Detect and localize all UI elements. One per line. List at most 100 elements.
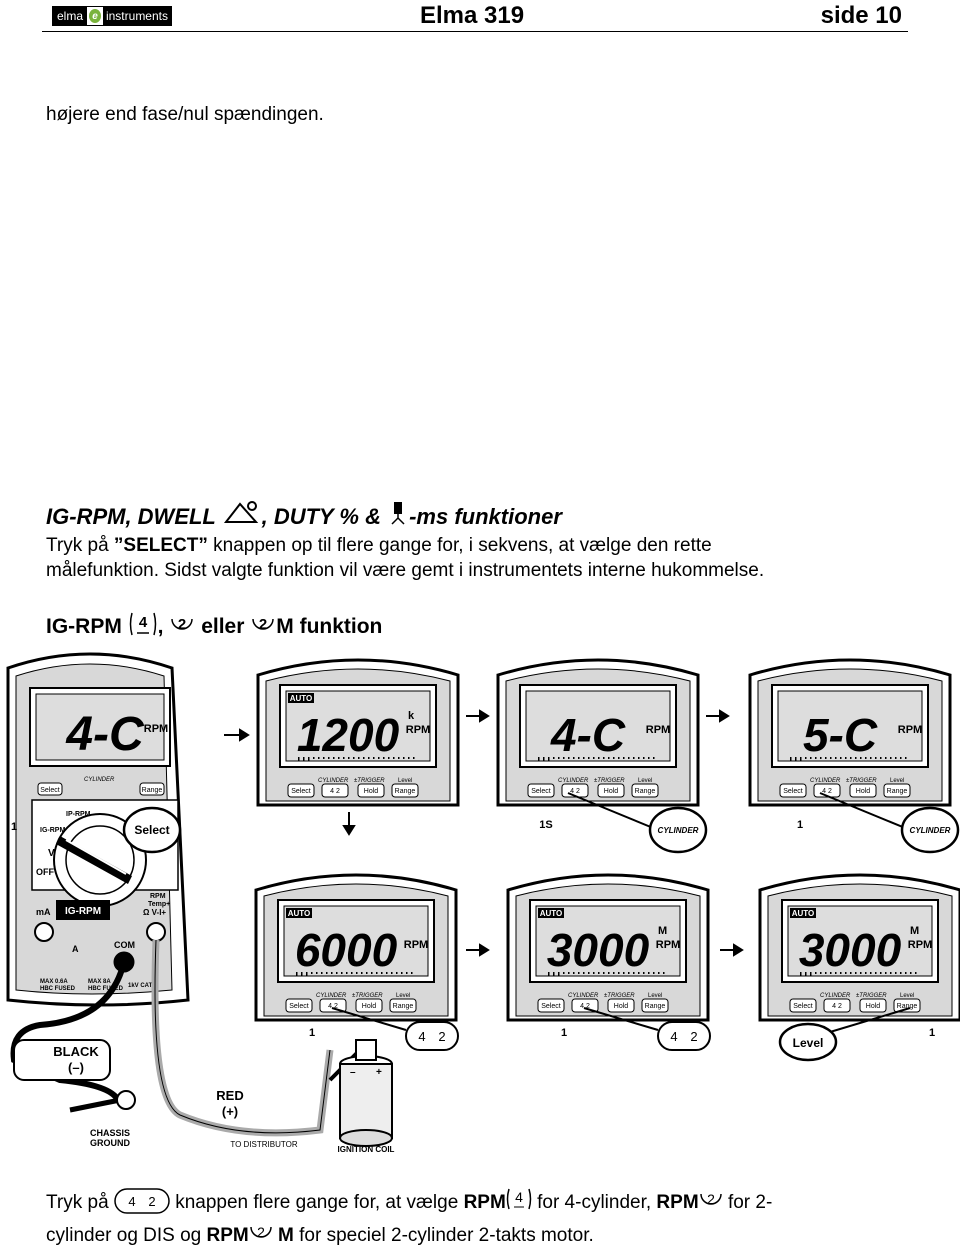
- level-label: Level: [900, 993, 914, 999]
- bargraph-tick: [538, 757, 540, 761]
- meter-figure: 4-C RPM IG-RPM IP-RPM OFF V mA RPM Temp+…: [6, 652, 960, 1154]
- footer-rpm-3: RPM: [206, 1225, 249, 1246]
- bargraph-tick: [805, 972, 807, 976]
- heading-part-1: IG-RPM, DWELL: [46, 504, 216, 529]
- para-line-2: målefunktion. Sidst valgte funktion vil …: [46, 560, 765, 581]
- bargraph-tick: [890, 972, 892, 974]
- bargraph-tick: [396, 972, 398, 974]
- bargraph-tick: [311, 972, 313, 974]
- bargraph-tick: [850, 757, 852, 759]
- bargraph-tick: [336, 972, 338, 974]
- bargraph-tick: [623, 757, 625, 759]
- svg-text:2: 2: [707, 1191, 715, 1207]
- bargraph-tick: [653, 972, 655, 974]
- bargraph-tick: [608, 757, 610, 759]
- bargraph-tick: [623, 972, 625, 974]
- bargraph-tick: [313, 757, 315, 759]
- subheading: IG-RPM 4 , 2 eller 2 M funktion: [46, 611, 382, 639]
- svg-text:CYLINDER: CYLINDER: [84, 777, 115, 783]
- bargraph-tick: [568, 757, 570, 759]
- meter-button[interactable]: 4 2: [319, 998, 347, 1013]
- display-value: 5-C: [803, 709, 878, 761]
- svg-text:1: 1: [11, 821, 17, 833]
- svg-text:(–): (–): [68, 1060, 84, 1075]
- bargraph-tick: [613, 972, 615, 974]
- bargraph-tick: [915, 972, 917, 974]
- bargraph-tick: [653, 757, 655, 759]
- svg-text:CYLINDER: CYLINDER: [658, 826, 699, 835]
- meter-button[interactable]: Hold: [849, 783, 877, 798]
- meter-button[interactable]: Select: [789, 998, 817, 1013]
- step-label: 1: [797, 819, 803, 831]
- meter-button[interactable]: Hold: [355, 998, 383, 1013]
- meter-button[interactable]: 4 2: [823, 998, 851, 1013]
- meter-button[interactable]: Select: [537, 998, 565, 1013]
- bargraph-tick: [815, 757, 817, 759]
- bargraph-tick: [850, 972, 852, 974]
- meter-button[interactable]: Hold: [607, 998, 635, 1013]
- svg-text:4: 4: [515, 1189, 523, 1205]
- trigger-label: ±TRIGGER: [846, 778, 877, 784]
- meter-button[interactable]: Hold: [357, 783, 385, 798]
- bargraph-tick: [361, 972, 363, 974]
- cylinder-label: CYLINDER: [568, 993, 599, 999]
- bargraph-tick: [588, 757, 590, 759]
- meter-button[interactable]: 4 2: [571, 998, 599, 1013]
- cylinder-label: CYLINDER: [318, 778, 349, 784]
- svg-text:Ω V-I+: Ω V-I+: [143, 908, 166, 917]
- meter-button[interactable]: Select: [285, 998, 313, 1013]
- bargraph-tick: [875, 757, 877, 759]
- bargraph-tick: [900, 972, 902, 974]
- bargraph-tick: [663, 972, 665, 974]
- bargraph-tick: [543, 757, 545, 761]
- bargraph-tick: [895, 972, 897, 974]
- bargraph-tick: [835, 757, 837, 759]
- step-label: 1: [309, 1027, 315, 1039]
- svg-text:IG-RPM: IG-RPM: [65, 906, 101, 917]
- step-label: 1: [561, 1027, 567, 1039]
- bargraph-tick: [845, 972, 847, 974]
- meter-button[interactable]: Select: [779, 783, 807, 798]
- logo-instruments-text: instruments: [102, 7, 171, 25]
- svg-text:Hold: Hold: [614, 1003, 629, 1010]
- rpm-unit: RPM: [406, 724, 430, 736]
- meter-button[interactable]: Range: [883, 783, 911, 798]
- meter-button[interactable]: Range: [391, 783, 419, 798]
- bargraph-tick: [343, 757, 345, 759]
- bargraph-tick: [603, 757, 605, 759]
- meter-button[interactable]: Range: [641, 998, 669, 1013]
- svg-text:Select: Select: [134, 823, 169, 837]
- meter-button[interactable]: Range: [389, 998, 417, 1013]
- svg-text:–: –: [350, 1067, 356, 1078]
- two-stroke-icon: 2: [171, 616, 194, 633]
- bargraph-tick: [593, 972, 595, 974]
- meter-button[interactable]: Hold: [597, 783, 625, 798]
- bargraph-tick: [388, 757, 390, 759]
- bargraph-tick: [815, 972, 817, 974]
- svg-text:mA: mA: [36, 907, 51, 917]
- svg-text:Hold: Hold: [866, 1003, 881, 1010]
- meter-button[interactable]: Select: [287, 783, 315, 798]
- meter-button[interactable]: Range: [631, 783, 659, 798]
- bargraph-tick: [865, 972, 867, 974]
- bargraph-tick: [800, 757, 802, 761]
- meter-button[interactable]: Hold: [859, 998, 887, 1013]
- bargraph-tick: [628, 972, 630, 974]
- heading-part-3: -ms funktioner: [409, 504, 562, 529]
- bargraph-tick: [880, 757, 882, 759]
- svg-text:Range: Range: [142, 787, 163, 794]
- bargraph-tick: [830, 972, 832, 974]
- bargraph-tick: [633, 757, 635, 759]
- footer-rpm-2: RPM: [656, 1192, 699, 1213]
- meter-button[interactable]: Range: [893, 998, 921, 1013]
- bargraph-tick: [825, 972, 827, 974]
- meter-button[interactable]: Select: [527, 783, 555, 798]
- bargraph-tick: [840, 972, 842, 974]
- trigger-label: ±TRIGGER: [604, 993, 635, 999]
- svg-text:RED: RED: [216, 1088, 243, 1103]
- cylinder-callout: [900, 806, 960, 854]
- meter-button[interactable]: 4 2: [321, 783, 349, 798]
- two-stroke-icon: 2: [250, 1224, 272, 1240]
- svg-text:Select: Select: [289, 1003, 309, 1010]
